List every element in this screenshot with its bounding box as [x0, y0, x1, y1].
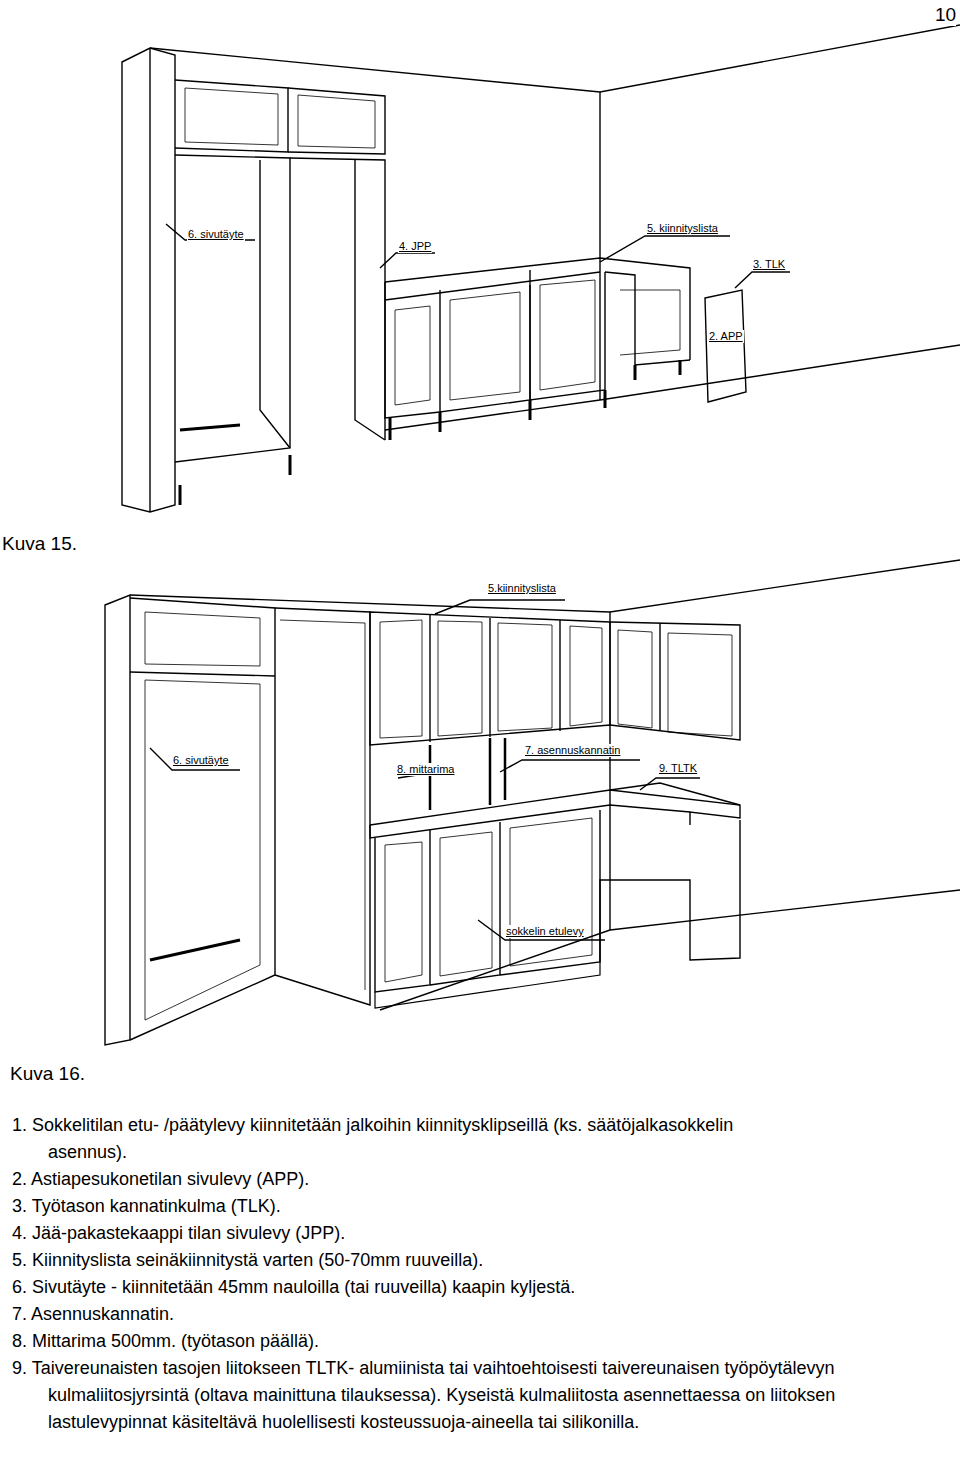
callout-label: 3. TLK — [752, 258, 786, 271]
list-item: 6. Sivutäyte - kiinnitetään 45mm nauloil… — [12, 1274, 942, 1301]
list-item: 7. Asennuskannatin. — [12, 1301, 942, 1328]
figure-16 — [105, 560, 960, 1045]
list-item: 9. Taivereunaisten tasojen liitokseen TL… — [12, 1355, 954, 1436]
callout-label: 9. TLTK — [658, 762, 698, 775]
list-item: 4. Jää-pakastekaappi tilan sivulevy (JPP… — [12, 1220, 942, 1247]
page-number: 10 — [935, 4, 956, 26]
figure-15 — [122, 25, 960, 512]
list-item: 3. Työtason kannatinkulma (TLK). — [12, 1193, 942, 1220]
list-item: 2. Astiapesukonetilan sivulevy (APP). — [12, 1166, 942, 1193]
callout-label: 8. mittarima — [396, 763, 455, 776]
callout-label: 7. asennuskannatin — [524, 744, 621, 757]
callout-label: 5.kiinnityslista — [487, 582, 557, 595]
figure-caption: Kuva 15. — [2, 533, 77, 555]
figure-caption: Kuva 16. — [10, 1063, 85, 1085]
callout-label: 4. JPP — [398, 240, 432, 253]
callout-label: sokkelin etulevy — [505, 925, 585, 938]
callout-label: 6. sivutäyte — [187, 228, 245, 241]
list-item: 8. Mittarima 500mm. (työtason päällä). — [12, 1328, 942, 1355]
callout-label: 2. APP — [708, 330, 744, 343]
callout-label: 6. sivutäyte — [172, 754, 230, 767]
list-item: 5. Kiinnityslista seinäkiinnitystä varte… — [12, 1247, 942, 1274]
callout-label: 5. kiinnityslista — [646, 222, 719, 235]
list-item: 1. Sokkelitilan etu- /päätylevy kiinnite… — [12, 1112, 782, 1166]
